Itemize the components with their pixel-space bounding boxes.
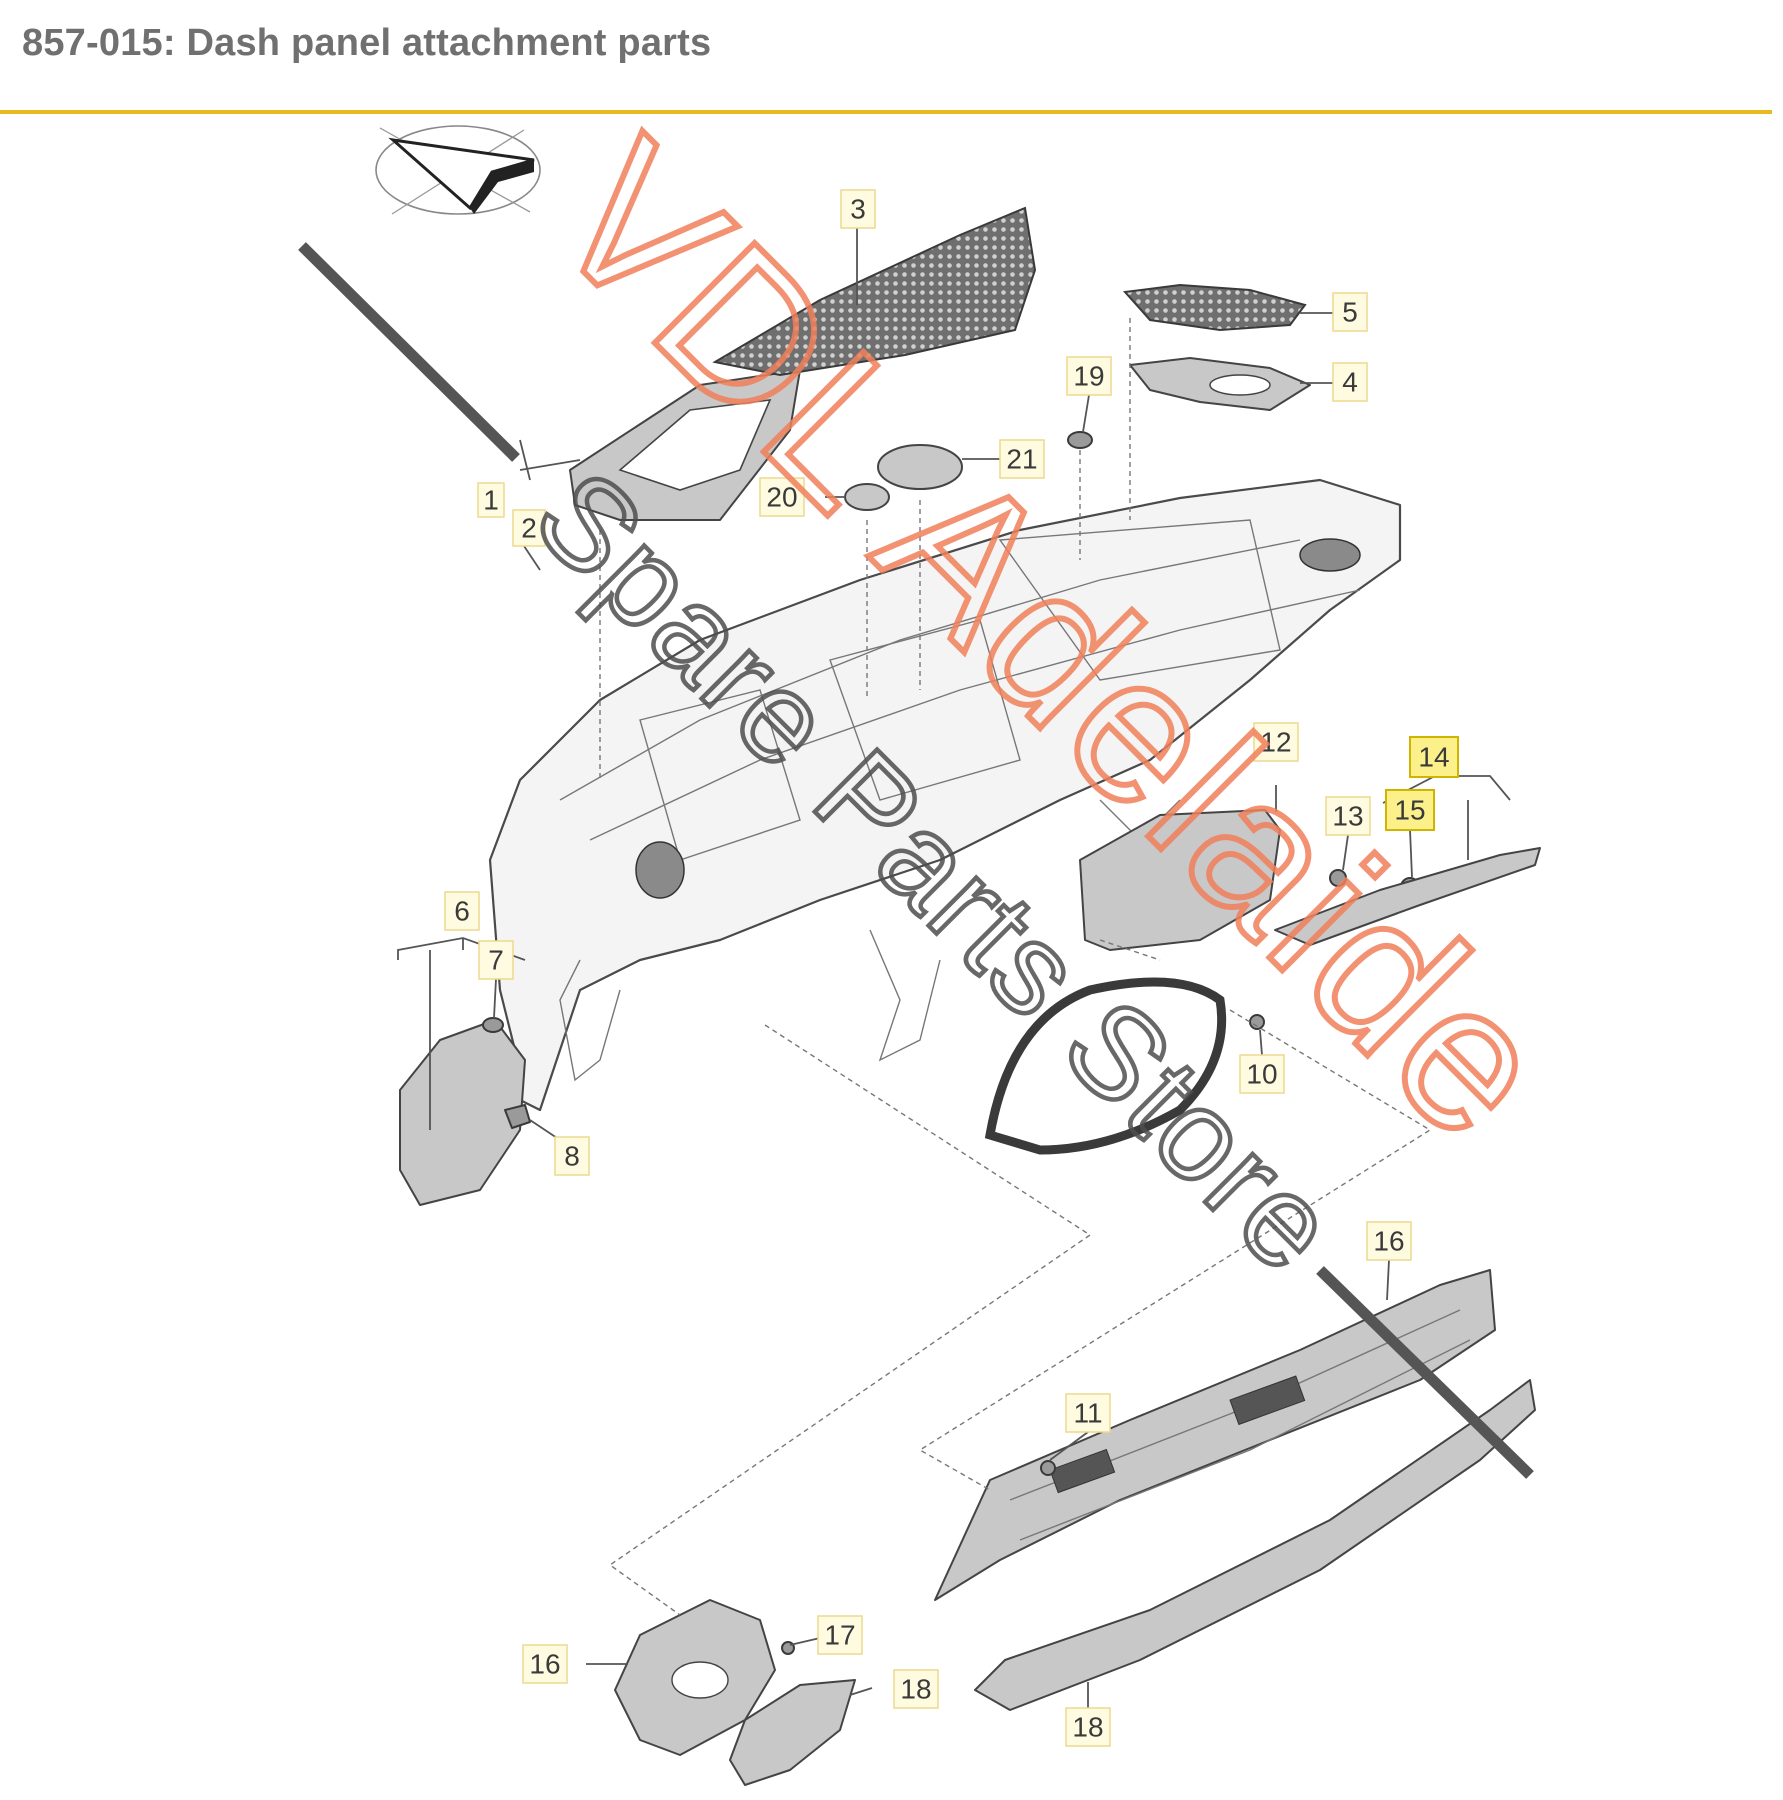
callout-10-label: 10 [1246,1059,1277,1090]
part-18-decorative-trim [974,1379,1536,1711]
callout-17: 17 [817,1615,863,1655]
part-6-side-cover [399,1019,526,1206]
callout-20-label: 20 [766,482,797,513]
callout-15-label: 15 [1394,795,1425,826]
part-14-trim-strip [1274,847,1541,946]
direction-arrow-icon [375,125,541,215]
callout-5: 5 [1332,292,1368,332]
callout-13: 13 [1325,796,1371,836]
callout-8: 8 [554,1136,590,1176]
callout-3: 3 [840,189,876,229]
callout-12-label: 12 [1260,727,1291,758]
callout-14: 14 [1409,736,1459,778]
page-title: 857-015: Dash panel attachment parts [22,22,712,64]
callout-16-left: 16 [522,1644,568,1684]
instrument-cluster-surround [984,977,1227,1155]
callout-19-label: 19 [1073,361,1104,392]
callout-2: 2 [512,509,546,547]
dash-panel-carrier [488,478,1402,1112]
callout-11: 11 [1065,1393,1111,1433]
watermark-bar-top [298,242,520,462]
part-12-display-mount [1079,809,1281,951]
callout-18-small-label: 18 [900,1674,931,1705]
part-16-air-vent-assembly [934,1269,1496,1601]
assembly-dash-lines [599,318,1432,1616]
part-8-clip [504,1104,531,1129]
callout-8-label: 8 [564,1141,580,1172]
callout-15: 15 [1385,789,1435,831]
part-19-clip [1067,431,1093,449]
callout-16-right-label: 16 [1373,1226,1404,1257]
part-11-screw [1040,1460,1056,1476]
callout-16-right: 16 [1366,1221,1412,1261]
callout-7: 7 [478,940,514,980]
callout-12: 12 [1253,722,1299,762]
callout-18-long-label: 18 [1072,1712,1103,1743]
callout-5-label: 5 [1342,297,1358,328]
part-13-screw [1329,869,1347,887]
callout-11-label: 11 [1073,1398,1102,1429]
part-16-left-vent [614,1599,776,1756]
callout-6: 6 [444,891,480,931]
header-divider [0,110,1772,114]
callout-4-label: 4 [1342,367,1358,398]
watermark: VDL Adelaide Spare Parts Store [506,96,1600,1302]
callout-18-small: 18 [893,1669,939,1709]
part-4-grille-bracket [1129,357,1311,411]
part-3-speaker-grille [712,206,1037,377]
callout-6-label: 6 [454,896,470,927]
callout-20: 20 [759,477,805,517]
callout-14-label: 14 [1418,742,1449,773]
watermark-bar-bottom [1316,1266,1534,1479]
callout-3-label: 3 [850,194,866,225]
callout-17-label: 17 [824,1620,855,1651]
callout-2-label: 2 [521,513,537,544]
callout-10: 10 [1239,1054,1285,1094]
callout-21: 21 [999,439,1045,479]
callout-1: 1 [477,482,505,518]
part-1-trim-frame [569,369,801,521]
callout-19: 19 [1066,356,1112,396]
part-10-clip [1249,1014,1265,1030]
callout-7-label: 7 [488,945,504,976]
callout-4: 4 [1332,362,1368,402]
part-21-speaker-cover [877,444,963,490]
part-7-clip [482,1017,504,1033]
part-5-grille-cover [1122,283,1307,332]
callout-18-long: 18 [1065,1707,1111,1747]
callout-1-label: 1 [483,485,499,516]
callout-21-label: 21 [1006,444,1037,475]
callout-16-left-label: 16 [529,1649,560,1680]
part-18-small-trim [729,1679,856,1786]
callout-13-label: 13 [1332,801,1363,832]
